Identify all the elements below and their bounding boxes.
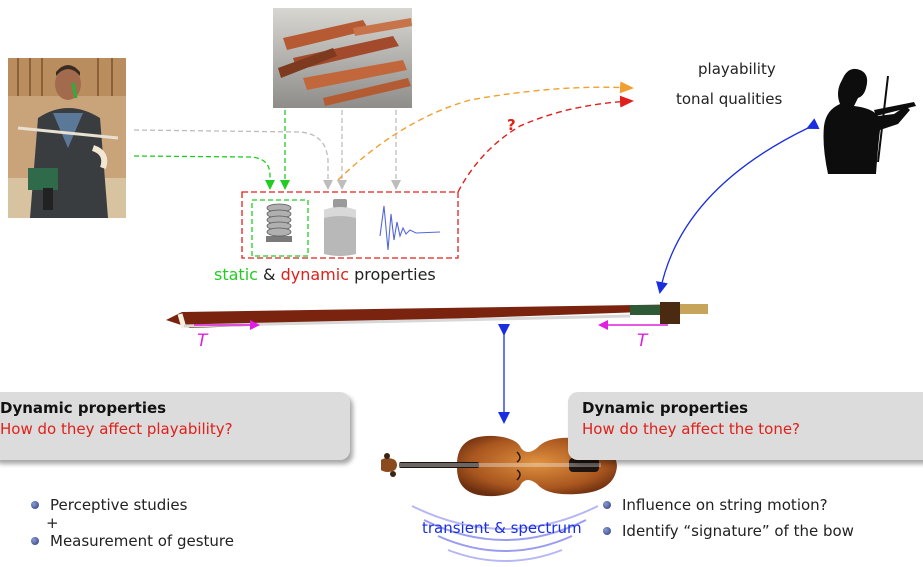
- bullet-icon: [31, 501, 39, 509]
- tension-label-left: T: [197, 331, 208, 351]
- violinist-silhouette: [823, 68, 916, 174]
- tension-label-right: T: [637, 331, 648, 351]
- left-box-subtitle: How do they affect playability?: [0, 420, 233, 438]
- ampersand: &: [263, 265, 276, 284]
- spring-icon: [266, 203, 292, 242]
- list-item: Influence on string motion?: [600, 496, 854, 514]
- list-item-text: Measurement of gesture: [50, 532, 234, 550]
- blue-arrow-violinist-to-bow: [656, 118, 820, 294]
- left-bullet-list: Perceptive studies + Measurement of gest…: [28, 496, 234, 550]
- playability-label: playability: [698, 60, 776, 78]
- list-item: Measurement of gesture: [28, 532, 234, 550]
- static-word: static: [214, 265, 258, 284]
- sound-waves: [411, 505, 599, 562]
- list-item-text: Perceptive studies: [50, 496, 188, 514]
- dynamic-word: dynamic: [280, 265, 350, 284]
- right-dynamic-properties-box: Dynamic properties How do they affect th…: [568, 392, 923, 460]
- list-item: Identify “signature” of the bow: [600, 522, 854, 540]
- tonal-qualities-label: tonal qualities: [676, 90, 783, 108]
- dynamic-dashed-box: [241, 191, 459, 259]
- bow-maker-photo: [8, 58, 126, 218]
- list-item: Perceptive studies: [28, 496, 234, 514]
- damped-wave-icon: [379, 205, 441, 251]
- wood-sticks-photo: [273, 8, 412, 108]
- properties-word: properties: [354, 265, 436, 284]
- bullet-icon: [603, 501, 611, 509]
- right-box-subtitle: How do they affect the tone?: [582, 420, 801, 438]
- question-mark-label: ?: [507, 116, 516, 134]
- red-arrow: [457, 95, 634, 193]
- weight-icon: [324, 199, 356, 256]
- plus-text: +: [46, 514, 59, 532]
- right-box-title: Dynamic properties: [582, 399, 749, 417]
- transient-spectrum-label: transient & spectrum: [422, 519, 582, 537]
- list-item-text: Identify “signature” of the bow: [622, 522, 854, 540]
- orange-arrow: [337, 81, 634, 181]
- bullet-icon: [603, 527, 611, 535]
- left-box-title: Dynamic properties: [0, 399, 167, 417]
- list-item-text: Influence on string motion?: [622, 496, 828, 514]
- gray-arrow-from-maker: [133, 129, 333, 190]
- left-dynamic-properties-box: Dynamic properties How do they affect pl…: [0, 392, 350, 460]
- properties-caption: static & dynamic properties: [214, 265, 436, 284]
- right-bullet-list: Influence on string motion? Identify “si…: [600, 496, 854, 540]
- list-item-plus: +: [28, 514, 234, 532]
- bullet-icon: [31, 537, 39, 545]
- green-arrow-from-maker: [133, 155, 275, 190]
- static-dashed-box: [251, 199, 309, 257]
